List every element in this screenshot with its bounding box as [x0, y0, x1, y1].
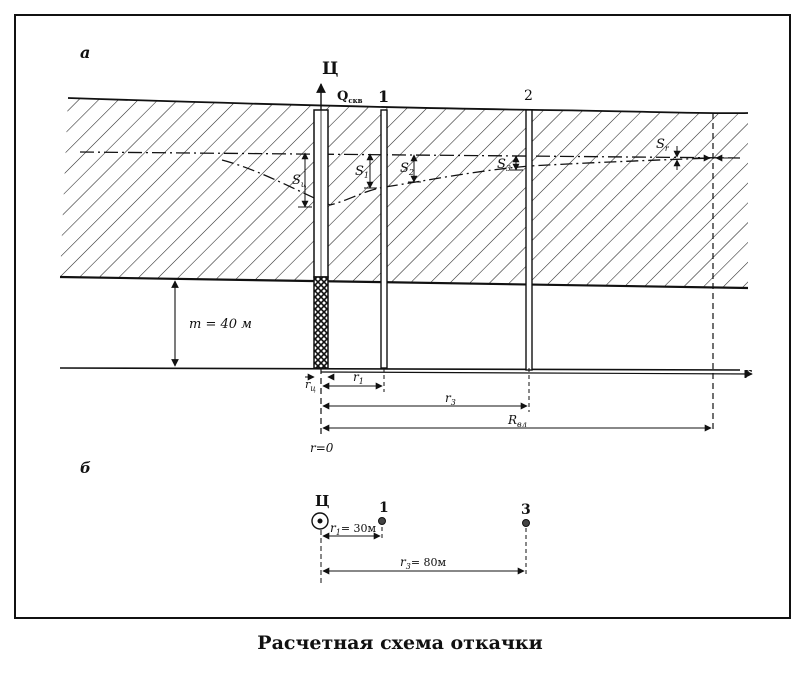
- s3-label: S3: [497, 157, 511, 173]
- frame-border: [14, 14, 791, 619]
- aquifer-bottom-line: [59, 367, 741, 371]
- discharge-label: Qскв: [337, 89, 363, 105]
- figure-caption: Расчетная схема откачки: [257, 632, 543, 654]
- central-well-label: Ц: [322, 59, 338, 79]
- s1-label: S1: [355, 164, 369, 180]
- plan-central-well-dot: [317, 518, 323, 524]
- plan-well-3-icon: [522, 519, 530, 527]
- well-2-label: 2: [524, 88, 533, 104]
- observation-well-1: [380, 109, 388, 369]
- origin-label: r=0: [310, 441, 334, 455]
- static-level-line: [79, 151, 741, 159]
- r-axis: [320, 369, 753, 379]
- well-1-label: 1: [378, 87, 389, 106]
- panel-a-label: а: [80, 43, 90, 62]
- radius-influence-label: Rвл: [507, 413, 527, 429]
- thickness-label: m = 40 м: [189, 317, 252, 332]
- r-axis-label: r: [744, 364, 752, 382]
- s2-label: S2: [400, 161, 414, 177]
- plan-r1-label: r1= 30м: [330, 521, 377, 537]
- ground-surface-line: [67, 97, 749, 115]
- plan-well-1-icon: [378, 517, 386, 525]
- plan-well-3-label: 3: [521, 502, 531, 518]
- hatched-layer: [60, 98, 748, 288]
- plan-r3-label: r3= 80м: [400, 555, 447, 571]
- aquifer-top-line: [59, 275, 749, 290]
- plan-center-label: Ц: [315, 492, 330, 510]
- sc-label: Sц: [292, 173, 307, 189]
- sr-label: Sr: [656, 137, 670, 153]
- r3-dim-label: r3: [445, 391, 456, 407]
- rc-label: rц: [305, 378, 316, 393]
- observation-well-2: [525, 109, 533, 371]
- r1-dim-label: r1: [353, 370, 364, 386]
- panel-b-label: б: [80, 459, 91, 477]
- central-well-filter: [313, 276, 329, 369]
- plan-well-1-label: 1: [379, 500, 389, 516]
